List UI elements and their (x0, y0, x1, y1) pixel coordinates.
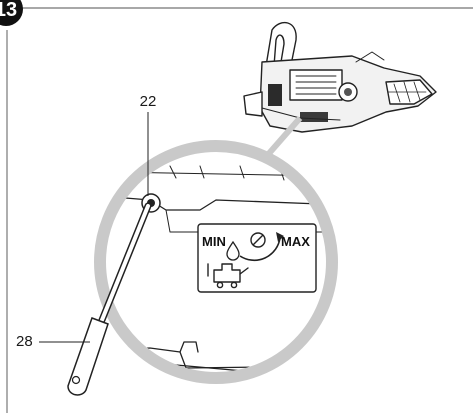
step-number: 13 (0, 0, 17, 21)
adjust-arrow-icon (239, 237, 281, 262)
callout-22: 22 (140, 93, 157, 196)
oil-drop-icon (226, 240, 240, 261)
min-label: MIN (202, 234, 226, 249)
screwdriver-handle (67, 317, 109, 396)
callout-28-label: 28 (16, 333, 33, 350)
zoom-detail: MIN MAX (94, 140, 338, 384)
max-label: MAX (281, 234, 310, 249)
screwdriver (67, 202, 152, 396)
oil-flow-panel: MIN MAX (197, 223, 317, 293)
page-frame (6, 7, 473, 413)
callout-22-label: 22 (140, 93, 157, 110)
step-badge-circle (0, 0, 23, 26)
step-badge: 13 (0, 0, 23, 26)
oil-can-icon (207, 263, 249, 289)
callout-28: 28 (16, 333, 90, 350)
chainsaw-illustration (243, 21, 437, 133)
